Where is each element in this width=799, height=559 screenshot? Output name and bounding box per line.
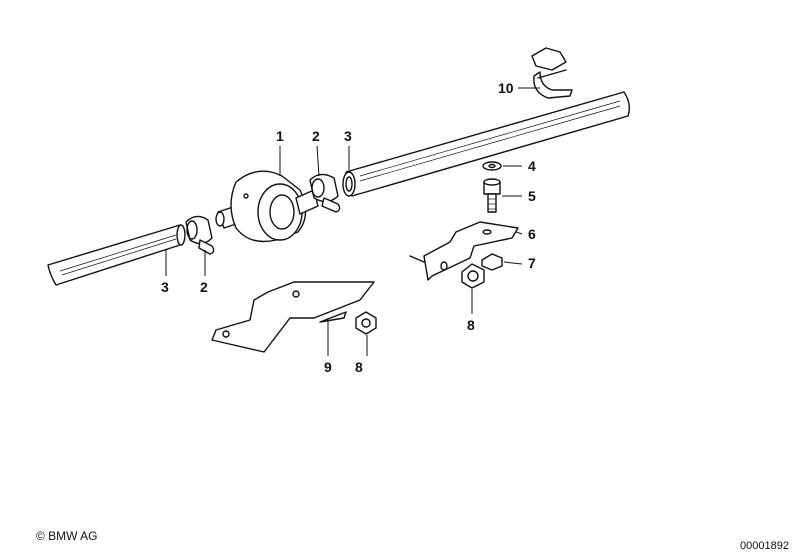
- callout-5: 5: [528, 188, 536, 204]
- callout-9: 9: [324, 359, 332, 375]
- callout-6: 6: [528, 226, 536, 242]
- clamp-left: [185, 215, 215, 255]
- tube-left: [47, 224, 186, 286]
- callout-3-lower: 3: [161, 279, 169, 295]
- drawing-number: 00001892: [740, 540, 789, 552]
- copyright-notice: © BMW AG: [36, 529, 98, 543]
- clip-10: [531, 47, 573, 99]
- callout-2-lower: 2: [200, 279, 208, 295]
- nut-8-left: [355, 311, 377, 335]
- nut-8-right: [461, 263, 485, 289]
- bolt-5: [483, 178, 501, 213]
- clamp-right: [309, 173, 341, 213]
- tube-right: [342, 91, 631, 197]
- callout-7: 7: [528, 255, 536, 271]
- callout-1: 1: [276, 128, 284, 144]
- callout-8-right: 8: [467, 317, 475, 333]
- callout-2-upper: 2: [312, 128, 320, 144]
- washer-4: [482, 161, 502, 171]
- valve-housing: [215, 170, 319, 243]
- callout-8-left: 8: [355, 359, 363, 375]
- callout-4: 4: [528, 158, 536, 174]
- callout-3-upper: 3: [344, 128, 352, 144]
- nut-7: [481, 253, 503, 271]
- plate-9: [211, 281, 375, 353]
- leader-lines: [165, 87, 540, 356]
- bracket-6: [409, 221, 519, 281]
- callout-10: 10: [498, 80, 514, 96]
